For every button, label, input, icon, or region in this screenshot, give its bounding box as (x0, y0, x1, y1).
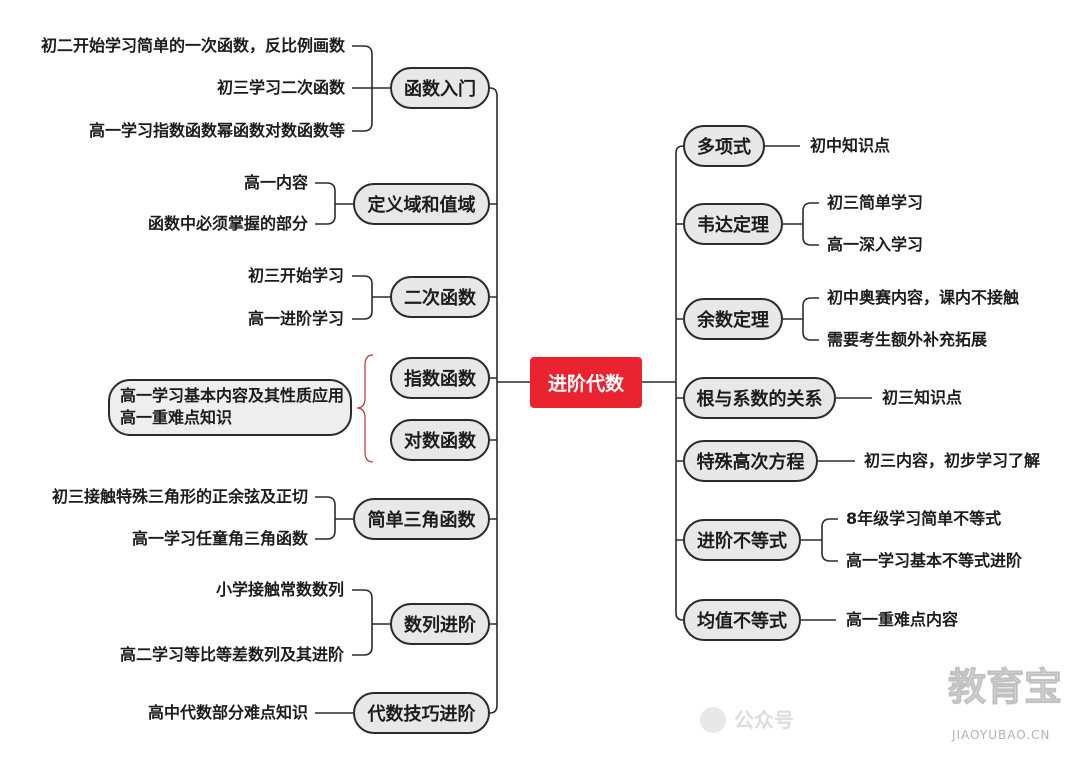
note-left: 高二学习等比等差数列及其进阶 (119, 645, 344, 664)
note-left: 初三学习二次函数 (216, 78, 345, 97)
note-right: 高一深入学习 (827, 235, 924, 254)
bracket-sanjiao (315, 496, 353, 540)
bracket-erci (352, 275, 390, 320)
note-left: 高中代数部分难点知识 (147, 703, 308, 722)
note-left: 高一学习指数函数幂函数对数函数等 (88, 121, 345, 140)
wechat-icon (700, 707, 726, 733)
node-duishu-hanshu: 对数函数 (390, 419, 490, 461)
note-right: 8年级学习简单不等式 (846, 509, 1002, 528)
node-duoxiangshi: 多项式 (683, 125, 765, 167)
note-left: 小学接触常数数列 (215, 580, 344, 599)
node-daishu-jiqiao: 代数技巧进阶 (353, 692, 490, 734)
note-right: 初中知识点 (810, 136, 891, 155)
bracket-yushu (783, 297, 819, 341)
node-yushu-dingli: 余数定理 (683, 298, 783, 340)
center-node: 进阶代数 (530, 357, 642, 408)
bracket-dingyiyu (315, 182, 353, 225)
bracket-jinjie-budengshi (801, 518, 838, 562)
note-left: 高一进阶学习 (247, 309, 344, 328)
node-dingyiyu-zhiyu: 定义域和值域 (353, 183, 490, 225)
watermark-brand: 教育宝 (947, 665, 1063, 710)
shared-note-line: 高一学习基本内容及其性质应用 (120, 386, 345, 405)
node-jinjie-budengshi: 进阶不等式 (683, 519, 801, 561)
note-right: 高一学习基本不等式进阶 (846, 551, 1023, 570)
note-right: 初三内容，初步学习了解 (864, 451, 1041, 470)
node-zhishu-hanshu: 指数函数 (390, 357, 490, 399)
note-right: 高一重难点内容 (846, 610, 959, 629)
bracket-hanshu-rumen (352, 45, 390, 132)
node-jiandan-sanjiao: 简单三角函数 (353, 498, 490, 540)
shared-note-box: 高一学习基本内容及其性质应用 高一重难点知识 (108, 379, 352, 436)
node-teshu-gaoci: 特殊高次方程 (683, 440, 818, 482)
note-right: 初中奥赛内容，课内不接触 (827, 288, 1020, 307)
bracket-shulie (352, 589, 390, 656)
note-left: 高一学习任童角三角函数 (131, 529, 308, 548)
left-spine (489, 87, 498, 714)
note-left: 初三开始学习 (247, 266, 344, 285)
shared-note-line: 高一重难点知识 (120, 408, 233, 427)
bracket-weida (783, 202, 819, 246)
note-left: 初三接触特殊三角形的正余弦及正切 (51, 487, 308, 506)
note-right: 需要考生额外补充拓展 (827, 330, 988, 349)
node-genyu-xishu: 根与系数的关系 (683, 377, 836, 419)
note-right: 初三知识点 (882, 388, 963, 407)
note-left: 高一内容 (243, 173, 308, 192)
note-left: 函数中必须掌握的部分 (147, 214, 308, 233)
watermark-channel: 公众号 (734, 708, 794, 732)
note-left: 初二开始学习简单的一次函数，反比例画数 (40, 36, 345, 55)
node-hanshu-rumen: 函数入门 (390, 67, 490, 109)
node-junzhi-budengshi: 均值不等式 (683, 599, 801, 641)
node-weida-dingli: 韦达定理 (683, 203, 783, 245)
node-shulie-jinjie: 数列进阶 (390, 603, 490, 645)
watermark-domain: JIAOYUBAO.CN (952, 728, 1051, 742)
note-right: 初三简单学习 (827, 193, 924, 212)
node-erci-hanshu: 二次函数 (390, 276, 490, 318)
right-spine (675, 145, 684, 621)
curly-brace (356, 354, 374, 463)
